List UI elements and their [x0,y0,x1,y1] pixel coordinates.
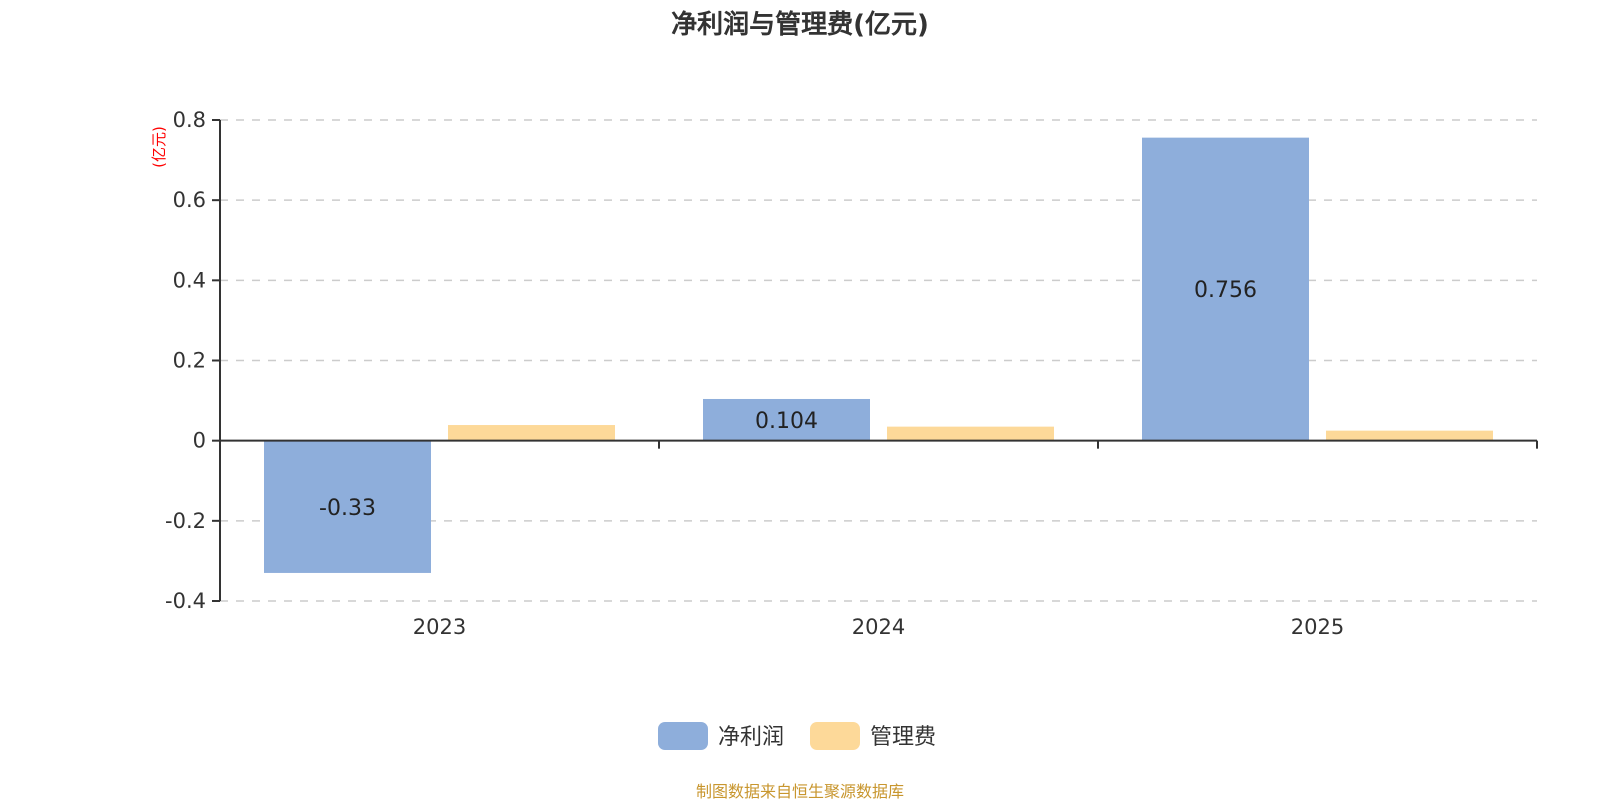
chart-title: 净利润与管理费(亿元) [671,9,929,40]
y-tick-label: -0.2 [165,509,206,533]
y-axis-ticks: -0.4 -0.2 0 0.2 0.4 0.6 0.8 [165,108,220,613]
x-axis-ticks: 2023 2024 2025 [413,440,1538,639]
legend-swatch [658,722,708,750]
y-tick-label: 0.4 [173,268,206,292]
bar-net-profit-2025 [1142,137,1309,441]
bar-admin-expense-2025 [1326,430,1493,441]
bars [264,137,1493,573]
bar-admin-expense-2024 [887,426,1054,441]
data-labels: -0.33 0.104 0.756 [319,278,1257,521]
data-source-footer: 制图数据来自恒生聚源数据库 [696,782,904,800]
data-label: 0.104 [755,409,818,434]
x-tick-label: 2025 [1291,615,1344,639]
grid-lines [220,119,1537,602]
y-tick-label: -0.4 [165,589,206,613]
data-label: 0.756 [1194,278,1257,303]
bar-admin-expense-2023 [448,425,615,441]
y-tick-label: 0.8 [173,108,206,132]
y-tick-label: 0.2 [173,349,206,373]
data-label: -0.33 [319,496,376,521]
x-tick-label: 2023 [413,615,466,639]
bar-net-profit-2024 [703,398,870,441]
legend-swatch [810,722,860,750]
legend-label: 管理费 [870,725,936,750]
bar-net-profit-2023 [264,440,431,573]
y-tick-label: 0.6 [173,188,206,212]
legend-label: 净利润 [718,725,784,750]
y-axis-unit-label: (亿元) [150,126,168,168]
x-tick-label: 2024 [852,615,905,639]
legend: 净利润 管理费 [658,722,936,750]
y-tick-label: 0 [193,429,206,453]
